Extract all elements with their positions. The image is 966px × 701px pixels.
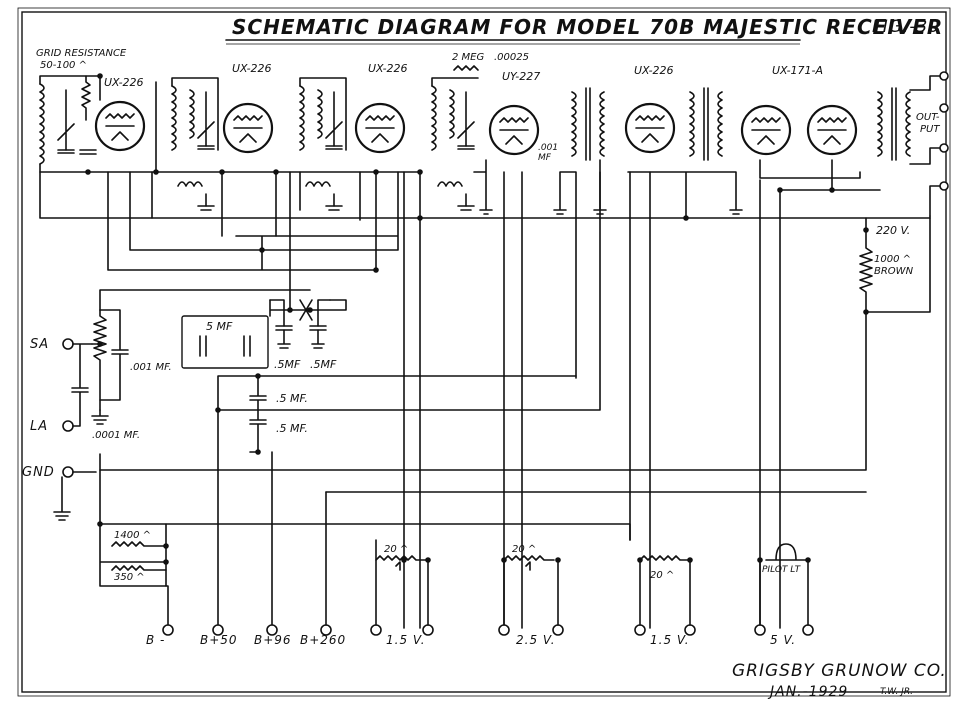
tube-ux226-4 <box>624 102 676 154</box>
terminal-15v-c[interactable] <box>634 624 646 636</box>
label-15v-b: 1.5 V. <box>650 633 690 647</box>
terminal-b50[interactable] <box>212 624 224 636</box>
output-terminal-4 <box>939 181 949 191</box>
r350-label: 350 ^ <box>114 572 145 583</box>
pilot-light <box>765 543 809 561</box>
resistor-350 <box>111 565 167 571</box>
grid-resistance-label: GRID RESISTANCE <box>36 48 127 59</box>
tube-2-label: UX-226 <box>232 62 272 75</box>
tube-5-label: UX-226 <box>634 64 674 77</box>
terminal-25v-a[interactable] <box>498 624 510 636</box>
r20a-label: 20 ^ <box>384 544 408 555</box>
v220-label: 220 V. <box>876 224 910 237</box>
brown-label: BROWN <box>874 266 914 277</box>
output-terminal-1 <box>939 71 949 81</box>
terminal-15v-a[interactable] <box>370 624 382 636</box>
af-transformer-2 <box>689 87 723 161</box>
cap-5mf-b: .5 MF. <box>276 422 308 435</box>
output-terminal-2 <box>939 103 949 113</box>
label-b50: B+50 <box>200 633 238 647</box>
output-transformer <box>877 87 911 161</box>
cap-001-label: .001 <box>538 143 558 153</box>
tube-ux171a-2 <box>806 104 858 156</box>
rf-coil-stage-4 <box>431 77 479 211</box>
terminal-la[interactable] <box>62 420 74 432</box>
tube-6-label: UX-171-A <box>772 64 823 77</box>
r20c-label: 20 ^ <box>650 570 674 581</box>
tube-4-label: UY-227 <box>502 70 540 83</box>
grid-leak-resistor <box>453 65 479 71</box>
rf-coil-stage-3 <box>299 77 347 211</box>
sheet-border-outer <box>17 7 951 697</box>
terminal-5v-a[interactable] <box>754 624 766 636</box>
company-name: GRIGSBY GRUNOW CO. <box>732 661 947 681</box>
draftsman-initials: T.W. JR. <box>880 687 913 697</box>
label-b-minus: B - <box>146 633 165 647</box>
cap-0001mf-label: .0001 MF. <box>92 430 140 441</box>
output-terminal-3 <box>939 143 949 153</box>
cap-5mf-top: 5 MF <box>206 320 233 333</box>
terminal-la-label: LA <box>30 419 48 434</box>
rf-coil-stage-1 <box>39 75 101 173</box>
terminal-gnd-label: GND <box>22 465 55 480</box>
tube-ux171a-1 <box>740 104 792 156</box>
cap-5mf-left: .5MF <box>274 358 301 371</box>
output-label-2: PUT <box>920 124 940 135</box>
terminal-b96[interactable] <box>266 624 278 636</box>
label-b96: B+96 <box>254 633 292 647</box>
rheostat-20a[interactable] <box>375 555 427 571</box>
drawing-date: JAN.-1929 <box>767 684 848 700</box>
filter-cap-block <box>181 299 347 369</box>
tube-1-label: UX-226 <box>104 76 144 89</box>
label-b260: B+260 <box>300 633 346 647</box>
cap-5mf-right: .5MF <box>310 358 337 371</box>
grid-cap-label: .00025 <box>494 52 529 63</box>
grid-resistance-value: 50-100 ^ <box>40 60 87 71</box>
tube-3-label: UX-226 <box>368 62 408 75</box>
r1000-label: 1000 ^ <box>874 254 911 265</box>
label-15v-a: 1.5 V. <box>386 633 426 647</box>
tube-ux226-1 <box>94 100 146 152</box>
figure-number: FIG.-30 <box>872 17 940 37</box>
r1400-label: 1400 ^ <box>114 530 151 541</box>
cap-001-unit: MF <box>538 153 552 163</box>
rf-coil-stage-2 <box>171 77 219 211</box>
junction-dots <box>85 73 869 563</box>
tube-ux226-3 <box>354 102 406 154</box>
tube-ux226-2 <box>222 102 274 154</box>
terminal-gnd[interactable] <box>62 466 74 478</box>
label-25v: 2.5 V. <box>516 633 556 647</box>
tube-uy227 <box>488 104 540 156</box>
grid-leak-label: 2 MEG <box>452 52 484 63</box>
sheet-border <box>21 11 947 693</box>
brown-resistor <box>859 215 931 313</box>
terminal-sa-label: SA <box>30 337 49 352</box>
cap-5mf-a: .5 MF. <box>276 392 308 405</box>
r20b-label: 20 ^ <box>512 544 536 555</box>
terminal-5v-b[interactable] <box>802 624 814 636</box>
terminal-sa[interactable] <box>62 338 74 350</box>
resistor-1400 <box>111 541 167 547</box>
af-transformer-1 <box>571 87 605 161</box>
cap-001mf-label: .001 MF. <box>130 362 172 373</box>
output-label: OUT- <box>916 112 940 123</box>
bypass-cap-stack <box>217 171 601 629</box>
label-5v: 5 V. <box>770 633 796 647</box>
rheostat-20c[interactable] <box>639 555 691 561</box>
diagram-title: SCHEMATIC DIAGRAM FOR MODEL 70B MAJESTIC… <box>232 15 943 39</box>
volume-potentiometer[interactable] <box>91 309 107 411</box>
rheostat-20b[interactable] <box>503 555 555 571</box>
terminal-b-minus[interactable] <box>162 624 174 636</box>
pilot-label: PILOT LT <box>762 565 802 575</box>
